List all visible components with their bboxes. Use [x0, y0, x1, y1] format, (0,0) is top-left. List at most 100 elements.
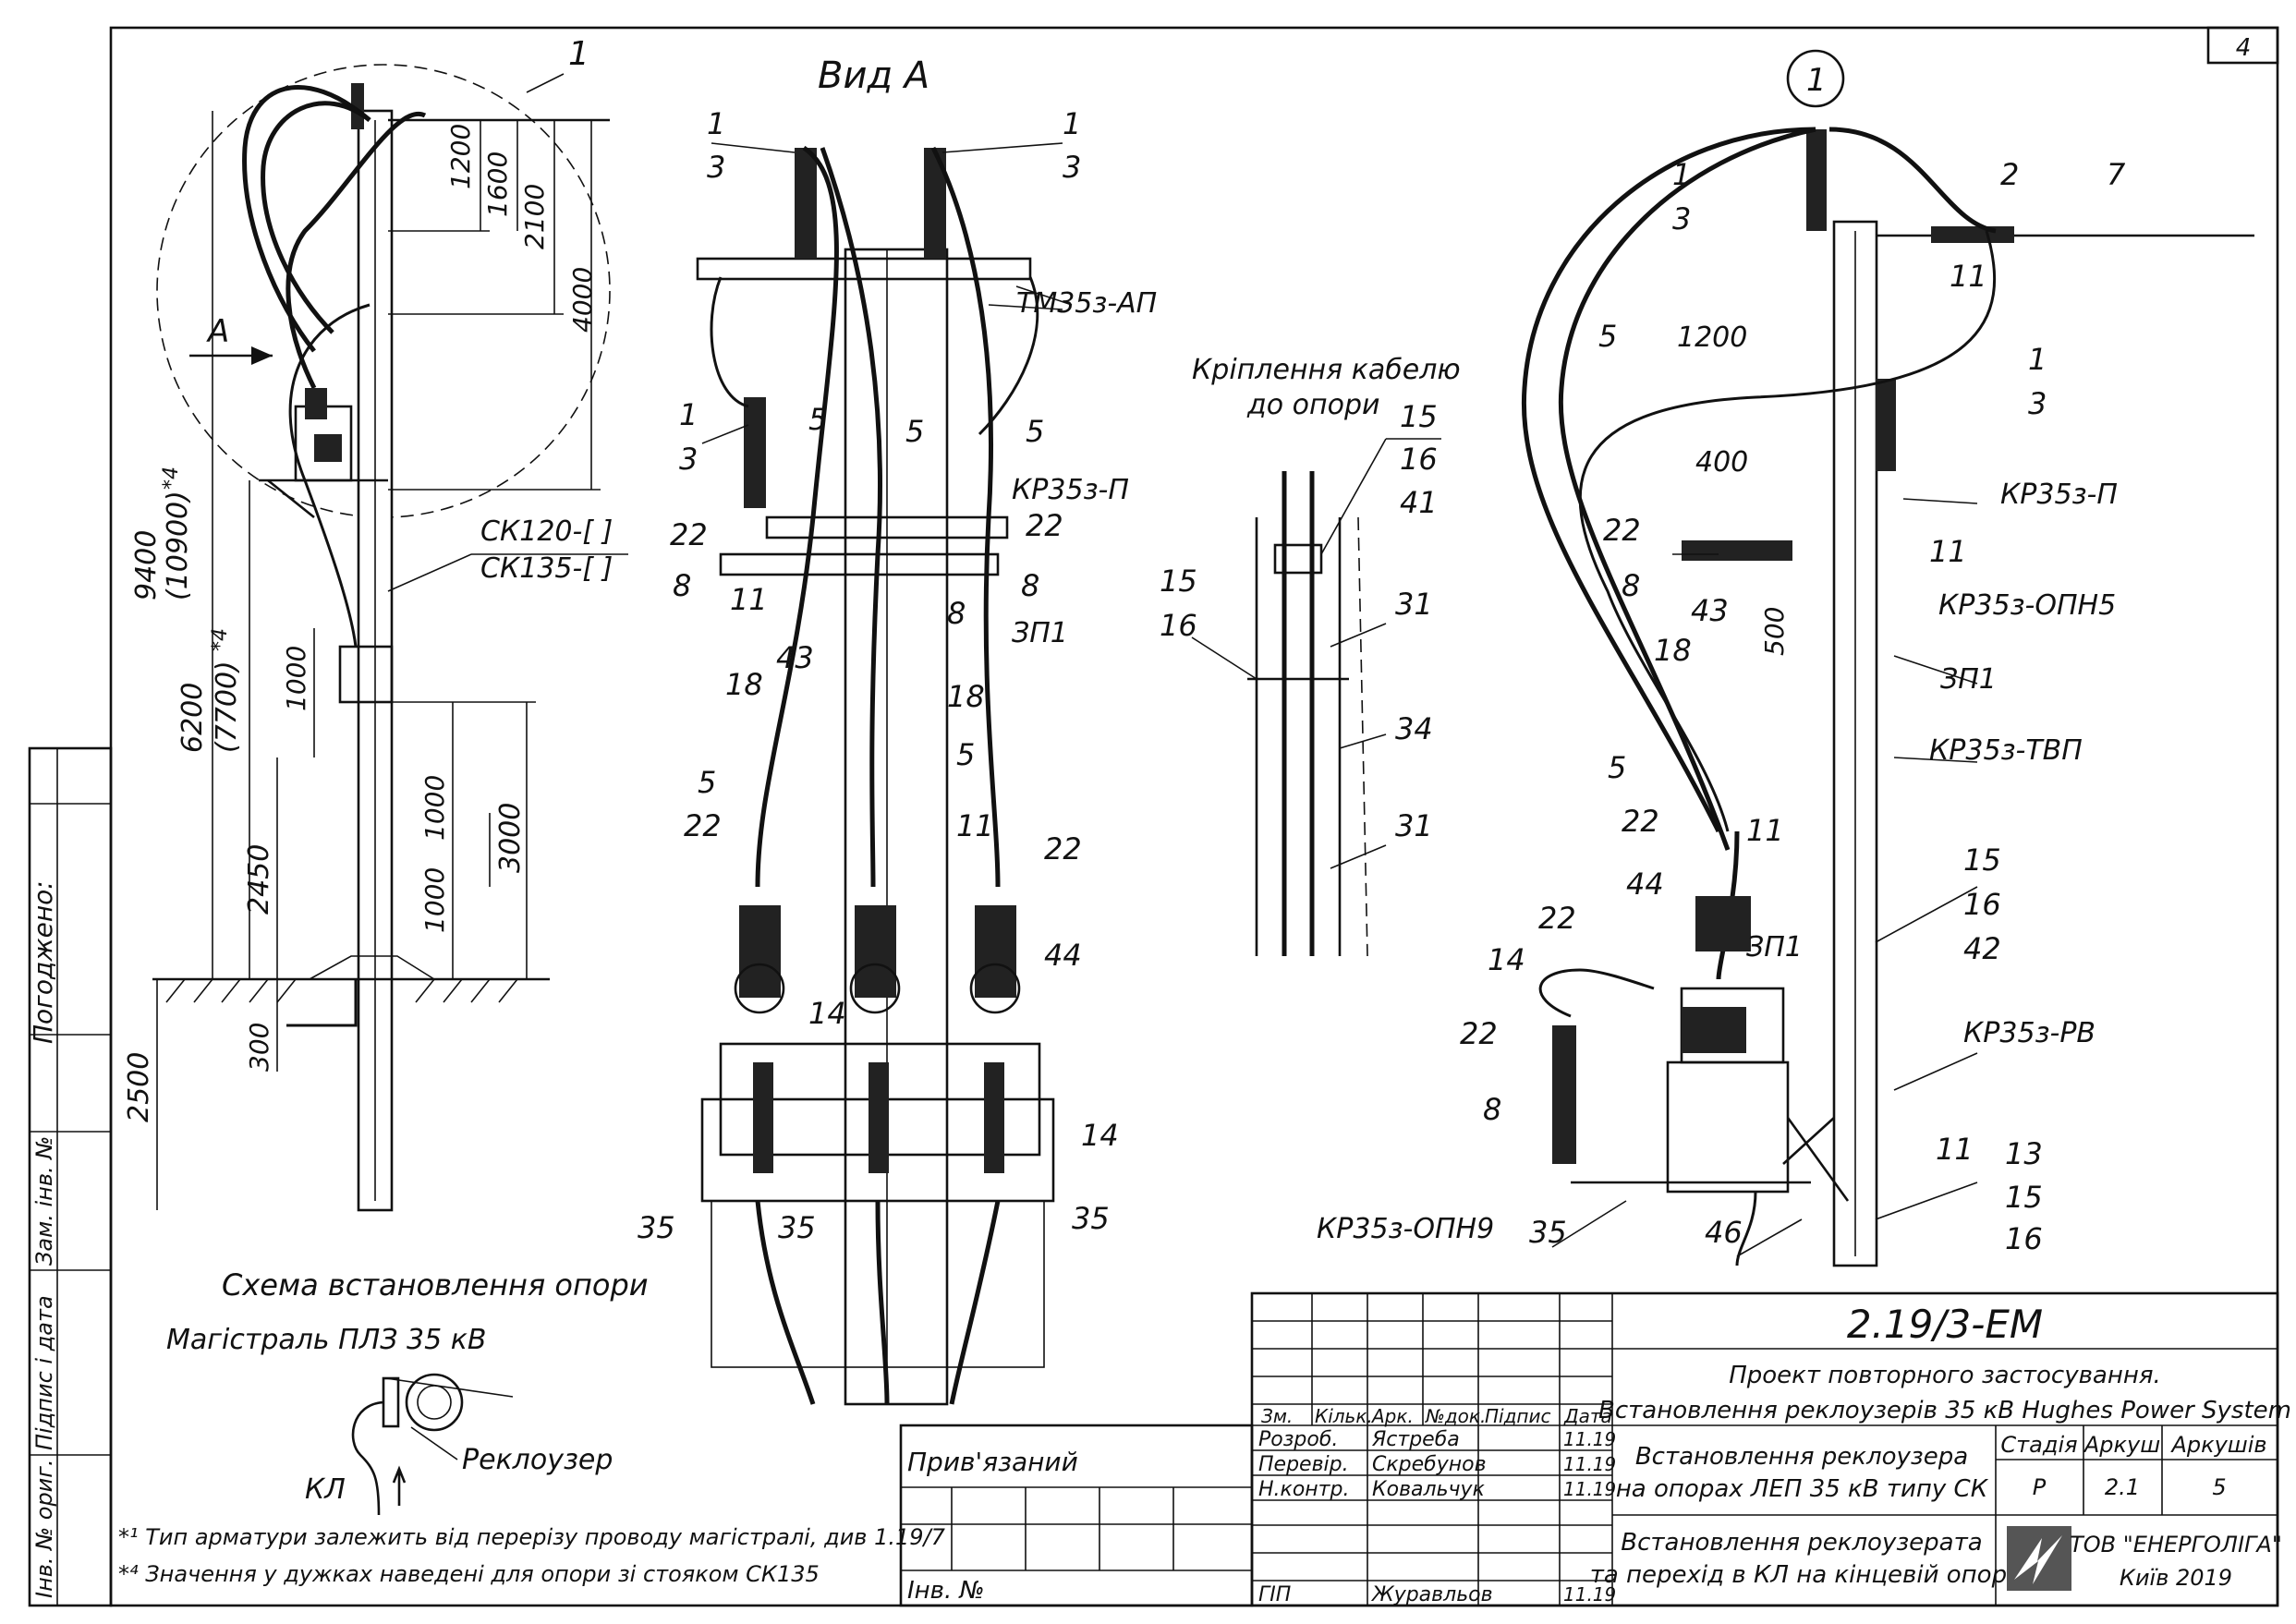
- cf-label-15a: 15: [1400, 399, 1438, 434]
- d1-label-16b: 16: [2005, 1221, 2043, 1256]
- recloser-poles: [700, 905, 1055, 1368]
- sheet-title-1b: на опорах ЛЕП 35 кВ типу СК: [1616, 1475, 1989, 1503]
- va-label-1a: 1: [707, 106, 725, 141]
- metering-box: [338, 645, 394, 704]
- va-label-1b: 1: [1063, 106, 1081, 141]
- d1-label-500: 500: [1759, 607, 1790, 656]
- d1-label-11b: 11: [1929, 534, 1967, 569]
- role-norm-name: Ковальчук: [1372, 1478, 1486, 1501]
- note-2: *⁴ Значення у дужках наведені для опори …: [118, 1561, 820, 1587]
- d1-label-1a: 1: [1672, 157, 1691, 192]
- va-label-1c: 1: [679, 397, 698, 432]
- company-city-year: Київ 2019: [2120, 1565, 2232, 1591]
- stage-head-2: Аркушів: [2169, 1432, 2266, 1458]
- dim-1000-b: 1000: [419, 775, 450, 841]
- stamp-inv-orig: Інв. № ориг.: [31, 1459, 57, 1598]
- role-check: Перевір.: [1258, 1453, 1349, 1476]
- d1-label-22b: 22: [1622, 804, 1659, 839]
- cable-fix-title-1: Кріплення кабелю: [1192, 354, 1461, 386]
- role-check-date: 11.19: [1563, 1453, 1616, 1475]
- dim-1600: 1600: [482, 151, 513, 217]
- pole-type-sk120: СК120-[ ]: [480, 515, 613, 548]
- va-label-35b: 35: [778, 1210, 816, 1245]
- va-label-22d: 22: [1044, 831, 1082, 867]
- d1-label-22a: 22: [1603, 513, 1641, 548]
- left-callout-1: 1: [568, 35, 589, 73]
- stage-head-0: Стадія: [2000, 1432, 2077, 1458]
- va-label-43: 43: [776, 640, 814, 675]
- d1-label-8a: 8: [1622, 568, 1640, 603]
- side-stamp: Погоджено: Інв. № ориг. Підпис і дата За…: [28, 746, 113, 1607]
- cf-label-15b: 15: [1160, 564, 1197, 599]
- dim-10900: (10900): [162, 491, 194, 600]
- dim-note-4a: *4: [160, 467, 183, 490]
- view-a: Вид А: [638, 55, 1157, 1406]
- head-kilk: Кільк.: [1315, 1405, 1373, 1427]
- page-number: 4: [2236, 34, 2252, 62]
- role-gip-date: 11.19: [1563, 1583, 1616, 1606]
- d1-label-8b: 8: [1483, 1092, 1501, 1127]
- head-ndok: №док.: [1425, 1405, 1486, 1427]
- d1-label-zp1a: ЗП1: [1940, 663, 1997, 696]
- stage-head-1: Аркуш: [2083, 1432, 2160, 1458]
- va-label-8c: 8: [1021, 568, 1039, 603]
- dim-7700: (7700): [211, 661, 243, 753]
- dim-1000-c: 1000: [419, 867, 450, 933]
- d1-label-3b: 3: [2028, 386, 2047, 421]
- dim-4000: 4000: [567, 267, 598, 333]
- role-dev-name: Ястреба: [1371, 1428, 1460, 1451]
- d1-label-11a: 11: [1950, 259, 1987, 294]
- cf-label-41: 41: [1400, 485, 1438, 520]
- dimension-lines: [156, 111, 601, 1210]
- dim-1200: 1200: [445, 124, 476, 189]
- scheme-recloser-label: Реклоузер: [462, 1444, 613, 1476]
- company-logo: [2007, 1526, 2071, 1591]
- doc-code: 2.19/3-ЕМ: [1847, 1302, 2043, 1347]
- d1-label-46: 46: [1705, 1215, 1743, 1250]
- sheet-title-2a: Встановлення реклоузерата: [1621, 1529, 1982, 1557]
- stamp-sign-date: Підпис і дата: [31, 1295, 57, 1450]
- va-label-zp1: ЗП1: [1012, 617, 1068, 649]
- role-gip: ГІП: [1258, 1583, 1291, 1606]
- d1-label-opn9: КР35з-ОПН9: [1317, 1213, 1494, 1245]
- d1-label-15a: 15: [1963, 842, 2001, 878]
- view-a-title: Вид А: [818, 55, 929, 97]
- va-label-44: 44: [1044, 938, 1082, 973]
- dim-2450: 2450: [243, 844, 275, 915]
- d1-label-13: 13: [2005, 1136, 2043, 1171]
- d1-label-18: 18: [1654, 633, 1692, 668]
- d1-label-kr35p: КР35з-П: [2000, 479, 2118, 511]
- d1-label-zp1b: ЗП1: [1746, 931, 1803, 963]
- cf-label-34: 34: [1395, 711, 1433, 746]
- project-line-2: Встановлення реклоузерів 35 кВ Hughes Po…: [1598, 1397, 2291, 1424]
- scheme-cable-label: КЛ: [305, 1473, 346, 1506]
- detail-1: 1 1: [1317, 49, 2254, 1267]
- view-a-marker: А: [206, 313, 229, 350]
- va-label-3a: 3: [707, 150, 725, 185]
- role-gip-name: Журавльов: [1370, 1583, 1493, 1606]
- d1-label-1200: 1200: [1677, 321, 1747, 354]
- dim-2100: 2100: [519, 184, 550, 249]
- dim-300: 300: [244, 1023, 274, 1072]
- d1-label-1b: 1: [2028, 342, 2047, 377]
- d1-label-2: 2: [2000, 157, 2019, 192]
- d1-label-14: 14: [1488, 942, 1525, 977]
- d1-label-opn5: КР35з-ОПН5: [1938, 589, 2116, 622]
- role-dev-date: 11.19: [1563, 1428, 1616, 1450]
- d1-label-35: 35: [1529, 1215, 1567, 1250]
- notes: *¹ Тип арматури залежить від перерізу пр…: [118, 1524, 946, 1587]
- cf-label-31b: 31: [1395, 808, 1433, 843]
- va-label-5c: 5: [1026, 414, 1044, 449]
- role-dev: Розроб.: [1258, 1428, 1338, 1451]
- cable-fix-detail: Кріплення кабелю до опори 15 16 41 15 16…: [1160, 354, 1461, 957]
- va-label-35c: 35: [1072, 1201, 1110, 1236]
- stage-val-1: 2.1: [2105, 1474, 2140, 1500]
- bound-label: Прив'язаний: [907, 1447, 1078, 1477]
- stamp-agreed: Погоджено:: [28, 880, 58, 1044]
- pole-type-sk135: СК135-[ ]: [480, 552, 613, 585]
- dim-1000-a: 1000: [281, 646, 311, 711]
- d1-label-22d: 22: [1460, 1016, 1498, 1051]
- cf-label-31a: 31: [1395, 587, 1433, 622]
- d1-label-11c: 11: [1746, 813, 1784, 848]
